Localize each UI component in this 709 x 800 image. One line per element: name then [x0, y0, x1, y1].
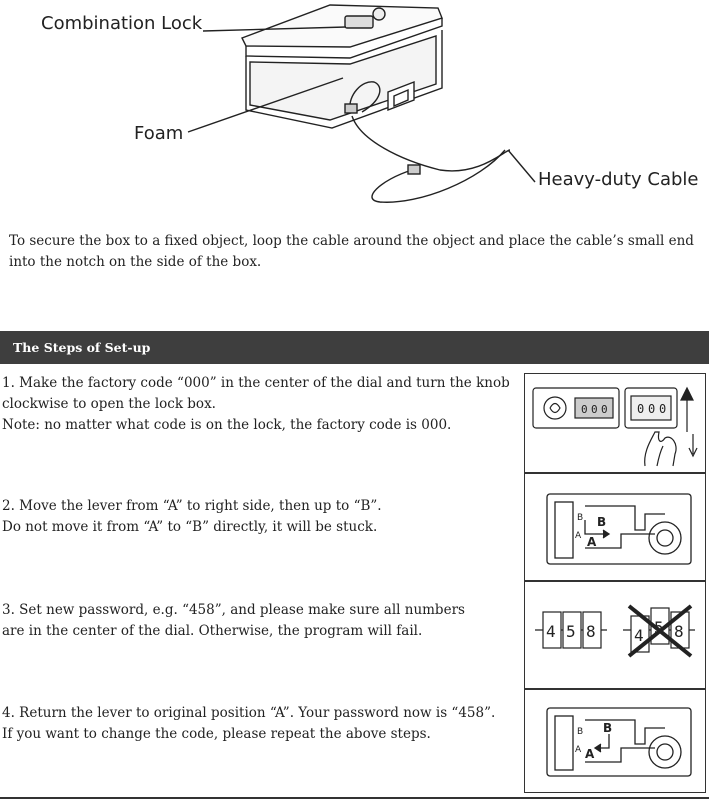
intro-paragraph: To secure the box to a fixed object, loo…: [9, 231, 704, 273]
combination-lock-label: Combination Lock: [41, 13, 203, 34]
dial-digit: 0: [591, 403, 598, 416]
step-4: 4. Return the lever to original position…: [2, 703, 512, 745]
intro-line: into the notch on the side of the box.: [9, 254, 262, 270]
illustration-new-password: 4 5 8 4 5 8: [524, 581, 706, 689]
dial-digit: 0: [601, 403, 608, 416]
step-line: If you want to change the code, please r…: [2, 726, 431, 742]
good-digit: 4: [546, 622, 556, 641]
bad-digit: 8: [674, 622, 684, 641]
lever-illustration: B A B A: [546, 707, 692, 777]
step-line: 3. Set new password, e.g. “458”, and ple…: [2, 602, 465, 618]
step-line: clockwise to open the lock box.: [2, 396, 216, 412]
dial-digit: 0: [648, 402, 655, 416]
dial-illustration: 0 0 0 0 0 0: [532, 386, 698, 467]
foam-label: Foam: [134, 123, 184, 144]
lever-illustration: B A B A: [546, 493, 692, 565]
illustration-factory-code: 0 0 0 0 0 0: [524, 373, 706, 473]
step-line: Note: no matter what code is on the lock…: [2, 417, 452, 433]
cable-label: Heavy-duty Cable: [538, 169, 699, 190]
step-line: 2. Move the lever from “A” to right side…: [2, 498, 382, 514]
step-1: 1. Make the factory code “000” in the ce…: [2, 373, 512, 436]
lever-mark-a: A: [587, 535, 597, 549]
lever-mark-b-small: B: [577, 513, 583, 523]
step-line: 4. Return the lever to original position…: [2, 705, 496, 721]
dial-digit: 0: [637, 402, 644, 416]
intro-line: To secure the box to a fixed object, loo…: [9, 233, 694, 249]
step-line: 1. Make the factory code “000” in the ce…: [2, 375, 510, 391]
lever-mark-b: B: [597, 515, 606, 529]
lever-mark-a-small: A: [575, 531, 582, 541]
lever-mark-b-small: B: [577, 727, 583, 737]
illustration-lever-b: B A B A: [524, 473, 706, 581]
illustration-lever-a: B A B A: [524, 689, 706, 793]
digits-illustration: 4 5 8 4 5 8: [535, 604, 695, 658]
lever-mark-a: A: [585, 747, 595, 761]
step-3: 3. Set new password, e.g. “458”, and ple…: [2, 600, 512, 642]
good-digit: 5: [566, 622, 576, 641]
bad-digit: 4: [634, 626, 644, 645]
bad-digit: 5: [654, 618, 664, 637]
lever-mark-b: B: [603, 721, 612, 735]
dial-digit: 0: [581, 403, 588, 416]
step-2: 2. Move the lever from “A” to right side…: [2, 496, 512, 538]
good-digit: 8: [586, 622, 596, 641]
step-line: are in the center of the dial. Otherwise…: [2, 623, 423, 639]
dial-digit: 0: [659, 402, 666, 416]
section-title: The Steps of Set-up: [13, 340, 151, 355]
lock-box-diagram: [187, 4, 536, 203]
lever-mark-a-small: A: [575, 745, 582, 755]
bottom-divider: [0, 797, 709, 799]
step-line: Do not move it from “A” to “B” directly,…: [2, 519, 378, 535]
section-header: The Steps of Set-up: [0, 331, 709, 364]
